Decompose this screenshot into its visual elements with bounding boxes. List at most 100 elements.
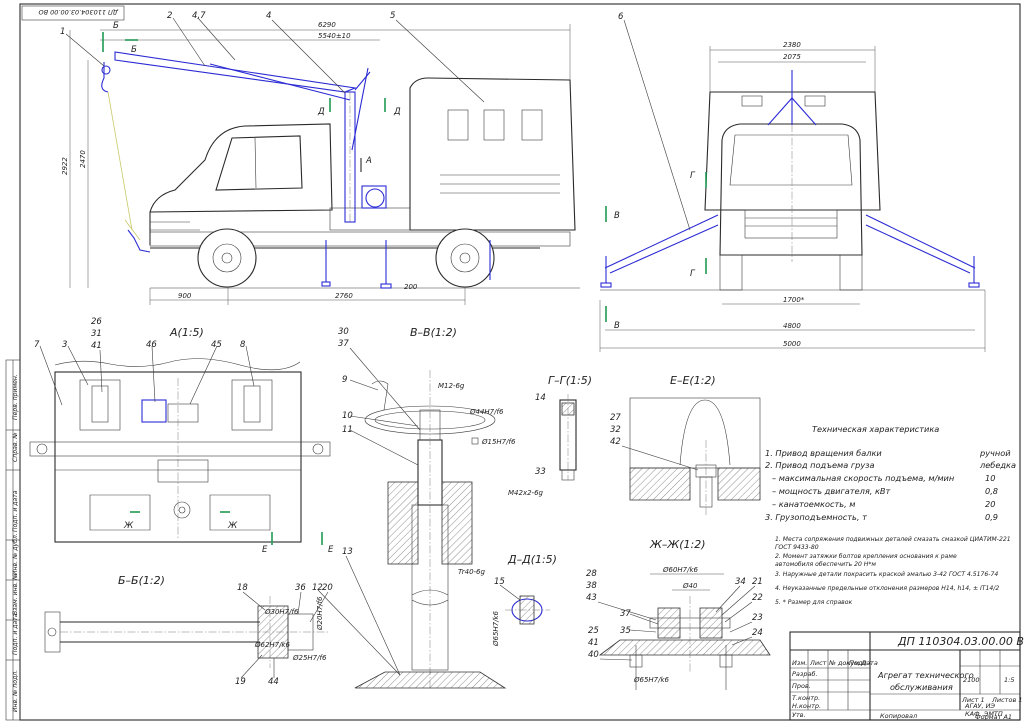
- callout-14: 14: [535, 393, 546, 403]
- dim-200: 200: [404, 283, 418, 291]
- top-stamp-text: ДП 110304.03.00.00 ВО: [39, 8, 120, 16]
- callout-15: 15: [494, 577, 505, 587]
- dim-f60: Ø60Н7/k6: [662, 566, 699, 574]
- dim-2075: 2075: [783, 53, 801, 61]
- callout-12: 12: [312, 583, 323, 593]
- dim-f62: Ø62Н7/k6: [254, 641, 291, 649]
- notes: 1. Места сопряжения подвижных деталей см…: [775, 536, 1011, 606]
- callout-37-b: 37: [620, 609, 631, 619]
- dim-2380: 2380: [783, 41, 801, 49]
- callout-46: 46: [146, 340, 157, 350]
- callout-30: 30: [338, 327, 349, 337]
- callout-38: 38: [586, 581, 597, 591]
- tech-spec: Техническая характеристика 1. Привод вра…: [765, 424, 1016, 522]
- tb-scale: 1:5: [1004, 676, 1014, 684]
- strip-label-3: Подп. и дата: [12, 490, 19, 532]
- callout-20: 20: [322, 583, 333, 593]
- callout-43: 43: [586, 593, 597, 603]
- tb-row-ncontrol: Н.контр.: [792, 702, 821, 710]
- callout-11: 11: [342, 425, 353, 435]
- view-V-V: В–В(1:2) М12-6g Ø44Н7/f6 Ø15Н7/f6 Tr40-6…: [312, 326, 516, 690]
- dim-5540: 5540±10: [318, 32, 351, 40]
- dim-f65: Ø65Н7/k6: [492, 610, 500, 647]
- callout-34: 34: [735, 577, 746, 587]
- dim-tr40: Tr40-6g: [458, 568, 485, 576]
- callout-13: 13: [342, 547, 353, 557]
- callout-40: 40: [588, 650, 599, 660]
- callout-4: 4: [266, 11, 271, 21]
- dim-f30: Ø30Н7/f6: [264, 608, 299, 616]
- callout-4-7: 4,7: [192, 11, 206, 21]
- spec-row-5-value: 20: [985, 499, 995, 509]
- tb-org-1: АГАУ, ИЭ: [964, 702, 995, 710]
- mark-E-2: Е: [328, 545, 334, 555]
- tb-sheet: Лист 1: [961, 696, 985, 704]
- spec-title: Техническая характеристика: [812, 424, 939, 434]
- view-DD-title: Д–Д(1:5): [507, 553, 557, 566]
- callout-8: 8: [240, 340, 246, 350]
- dim-f20: Ø20Н7/f6: [316, 596, 324, 631]
- callout-44: 44: [268, 677, 279, 687]
- callout-5: 5: [390, 11, 395, 21]
- view-EE-title: Е–Е(1:2): [670, 374, 716, 387]
- note-3: 3. Наружные детали покрасить краской эма…: [775, 571, 998, 578]
- side-view-callouts: 1 2 4,7 4 5: [60, 11, 485, 103]
- dim-f40: Ø40: [682, 582, 698, 590]
- view-GG-title: Г–Г(1:5): [548, 374, 592, 387]
- tb-mass: 2100: [963, 676, 980, 684]
- callout-28: 28: [586, 569, 597, 579]
- strip-label-7: Инв. № подл.: [12, 670, 19, 712]
- front-wheel: [197, 228, 257, 288]
- spec-row-2-value: лебедка: [979, 460, 1016, 470]
- title-block: ДП 110304.03.00.00 ВО Агрегат техническо…: [789, 631, 1024, 721]
- view-ZhZh-title: Ж–Ж(1:2): [649, 538, 705, 551]
- note-1b: ГОСТ 9433-80: [775, 544, 819, 551]
- note-1: 1. Места сопряжения подвижных деталей см…: [775, 536, 1011, 543]
- tb-row-sign: Подп.: [849, 659, 869, 667]
- mark-A: А: [365, 156, 372, 166]
- strip-label-5: Взам. инв. №: [12, 574, 19, 615]
- callout-24: 24: [752, 628, 763, 638]
- callout-10: 10: [342, 411, 353, 421]
- rear-wheel: [435, 228, 495, 288]
- mark-V-1: В: [614, 211, 620, 221]
- callout-18: 18: [237, 583, 248, 593]
- tb-copy: Копировал: [880, 712, 917, 720]
- callout-32: 32: [610, 425, 621, 435]
- callout-42: 42: [610, 437, 621, 447]
- callout-26: 26: [91, 317, 102, 327]
- truck-side-view: 6290 5540±10 2922 2470 900 2760 200 Б Б …: [61, 21, 580, 305]
- view-D-D: Д–Д(1:5) 15: [494, 553, 557, 625]
- tb-name-2: обслуживания: [890, 682, 953, 692]
- dim-1700: 1700*: [783, 296, 805, 304]
- dim-f25: Ø25Н7/f6: [292, 654, 327, 662]
- callout-45: 45: [211, 340, 222, 350]
- view-G-G: Г–Г(1:5) 14 33 М42x2-6g: [508, 374, 592, 497]
- callout-21: 21: [752, 577, 763, 587]
- view-Zh-Zh: Ж–Ж(1:2) Ø60Н7/k6 Ø40 Ø65Н7/k6 28 38 43 …: [586, 538, 771, 690]
- callout-3: 3: [62, 340, 67, 350]
- strip-label-4: Инв. № дубл.: [11, 533, 19, 575]
- callout-31: 31: [91, 329, 102, 339]
- mark-Zh-2: Ж: [227, 521, 238, 531]
- callout-6: 6: [618, 12, 624, 22]
- strip-label-6: Подп. и дата: [12, 613, 19, 655]
- callout-33: 33: [535, 467, 546, 477]
- dim-f44: Ø44Н7/f6: [469, 408, 504, 416]
- callout-23: 23: [752, 613, 763, 623]
- left-side-strip: Перв. примен. Справ. № Подп. и дата Инв.…: [5, 359, 21, 721]
- view-VV-title: В–В(1:2): [410, 326, 457, 339]
- callout-41: 41: [91, 341, 102, 351]
- spec-row-3-text: – максимальная скорость подъема, м/мин: [772, 473, 955, 483]
- mark-G-1: Г: [690, 171, 696, 181]
- note-4: 4. Неуказанные предельные отклонения раз…: [775, 585, 999, 592]
- spec-row-4-value: 0,8: [985, 486, 998, 496]
- dim-900: 900: [178, 292, 192, 300]
- mark-E-1: Е: [262, 545, 268, 555]
- spec-row-2-text: 2. Привод подъема груза: [765, 460, 875, 470]
- view-A-title: А(1:5): [169, 326, 204, 339]
- dim-2760: 2760: [335, 292, 353, 300]
- callout-2: 2: [167, 11, 172, 21]
